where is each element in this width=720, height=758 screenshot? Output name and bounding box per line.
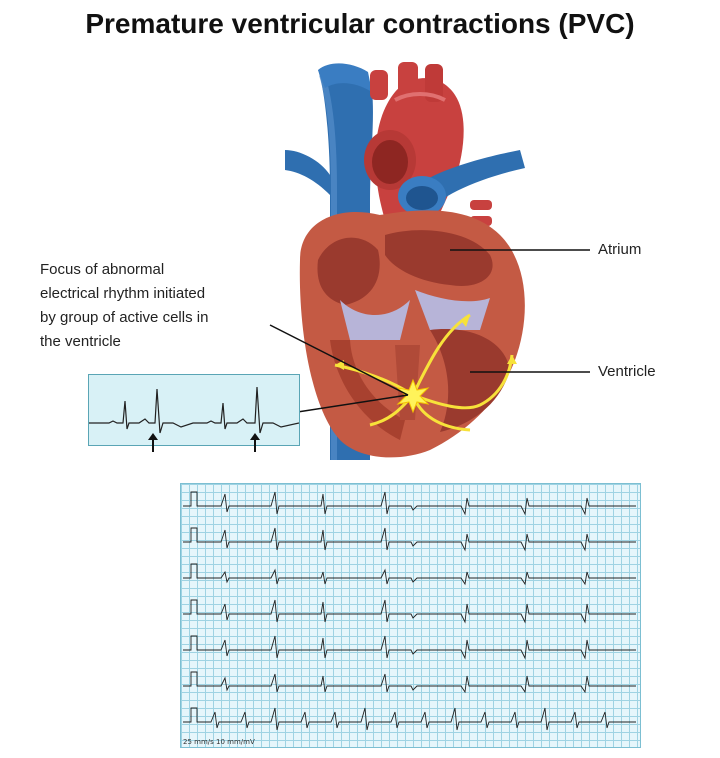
ecg-trace-row-6	[183, 671, 636, 694]
focus-label: Focus of abnormal electrical rhythm init…	[40, 258, 280, 354]
ecg-trace-row-1	[183, 491, 636, 516]
impulse-arrowheads	[335, 315, 517, 370]
focus-label-line-2: electrical rhythm initiated	[40, 285, 206, 302]
focus-callout-line	[269, 324, 409, 396]
ecg-trace-row-4	[183, 599, 636, 624]
twelve-lead-ecg	[180, 483, 641, 748]
heart-body	[299, 210, 525, 458]
ectopic-focus-star	[396, 378, 430, 414]
ecg-footer: 25 mm/s 10 mm/mV	[183, 738, 255, 746]
focus-label-line-1: Focus of abnormal	[40, 261, 165, 278]
atrium-label: Atrium	[598, 241, 642, 258]
pulmonary-artery	[398, 150, 525, 226]
rhythm-strip-trace	[89, 386, 300, 434]
pvc-arrow-1	[148, 433, 158, 452]
rhythm-strip	[88, 374, 300, 452]
ecg-trace-row-3	[183, 563, 636, 586]
pvc-arrow-2	[250, 433, 260, 452]
ecg-trace-row-5	[183, 635, 636, 660]
diagram-title: Premature ventricular contractions (PVC)	[85, 8, 635, 39]
ventricle-label: Ventricle	[598, 363, 656, 380]
ecg-trace-row-2	[183, 527, 636, 552]
focus-label-line-3: by group of active cells in	[40, 309, 209, 326]
ecg-trace-row-7	[183, 707, 636, 731]
focus-label-line-4: the ventricle	[40, 333, 121, 350]
ecg-traces	[183, 491, 636, 731]
